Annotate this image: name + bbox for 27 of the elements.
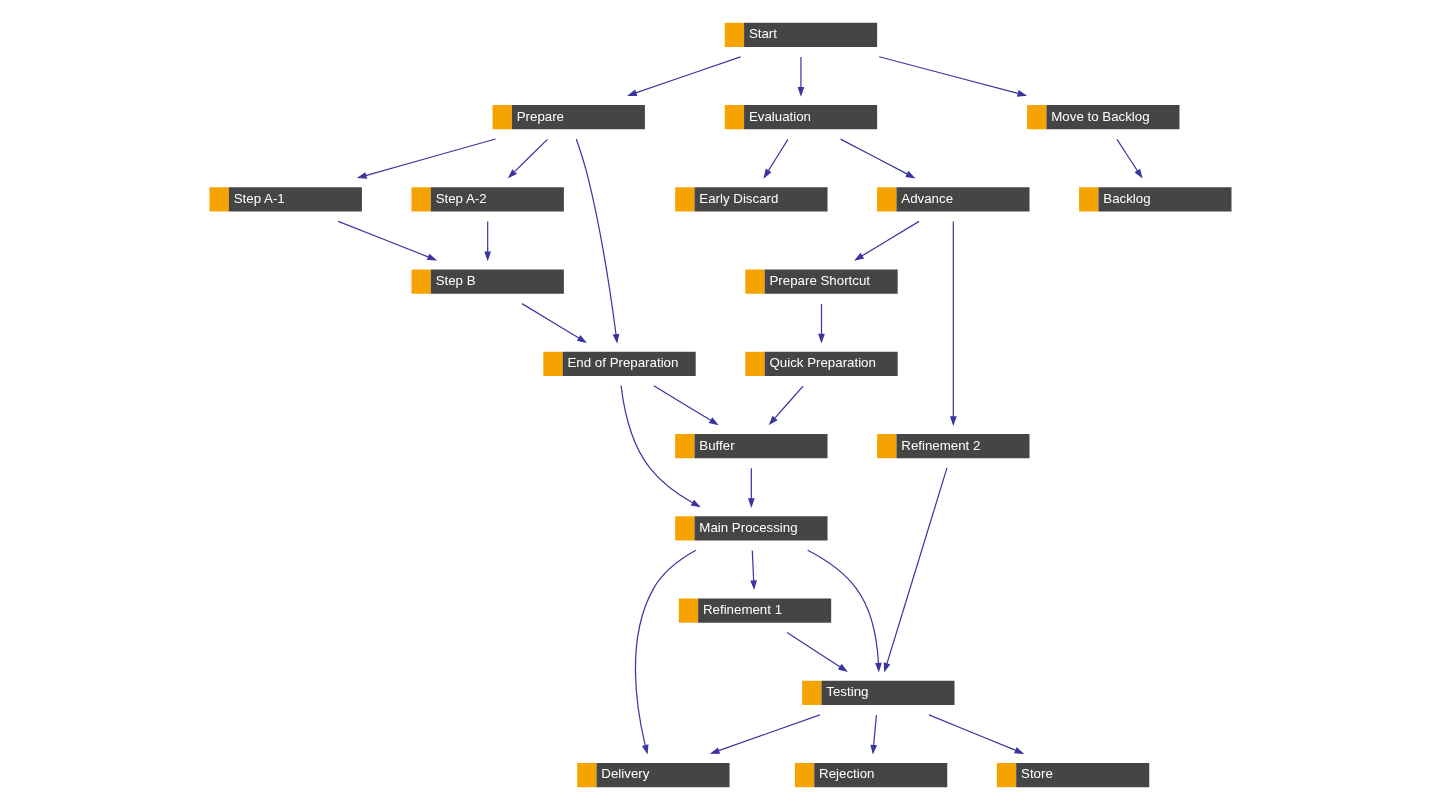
arrow [484, 220, 492, 262]
arrow [1116, 138, 1143, 179]
arrow [870, 714, 878, 755]
arrow [709, 714, 821, 754]
arrow [620, 385, 701, 508]
arrow [763, 138, 789, 179]
arrow [818, 303, 825, 344]
arrow [807, 549, 882, 673]
arrow [653, 385, 719, 426]
arrow [747, 467, 755, 508]
arrow [337, 220, 438, 261]
arrow [928, 714, 1025, 754]
arrow [878, 56, 1028, 97]
arrow [750, 549, 758, 591]
arrow [839, 138, 916, 179]
arrow [575, 138, 620, 344]
arrow [507, 138, 549, 179]
arrow [634, 549, 697, 755]
arrow [949, 220, 957, 426]
arrow [627, 56, 742, 96]
arrow [521, 303, 587, 343]
arrow [883, 467, 948, 673]
arrow [356, 138, 497, 179]
arrow [768, 385, 804, 426]
arrow [786, 631, 848, 672]
arrow [854, 220, 920, 261]
arrow [797, 56, 805, 97]
